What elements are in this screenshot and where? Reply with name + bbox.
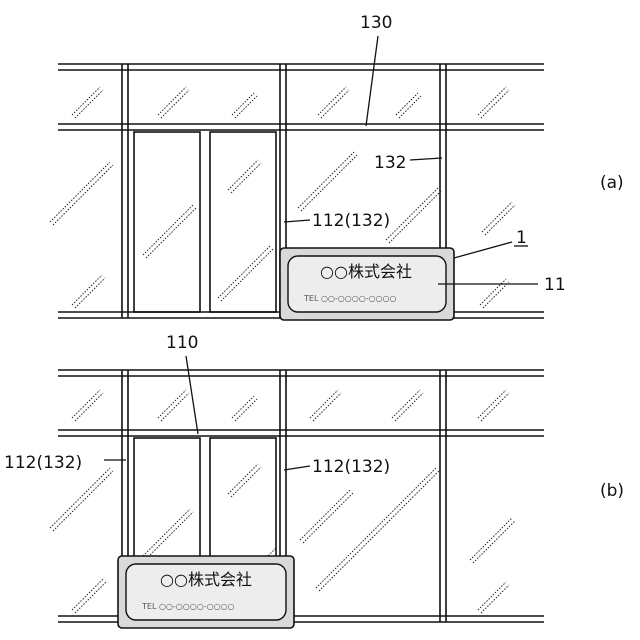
panel-a-doors	[134, 132, 276, 312]
panel-a-sign: ○○株式会社 TEL ○○-○○○○-○○○○	[280, 248, 454, 320]
panel-b-doors	[134, 438, 276, 562]
panel-a-label: (a)	[600, 173, 624, 193]
callout-132: 132	[374, 153, 406, 173]
panel-b: ○○株式会社 TEL ○○-○○○○-○○○○ 110 112(132) 112…	[4, 333, 624, 628]
panel-a-sign-tel: TEL ○○-○○○○-○○○○	[303, 294, 397, 303]
panel-b-sign-tel: TEL ○○-○○○○-○○○○	[141, 602, 235, 611]
panel-b-leaders	[104, 356, 310, 470]
callout-1: 1	[516, 228, 527, 248]
panel-a: ○○株式会社 TEL ○○-○○○○-○○○○ 130 132 112(132)…	[50, 13, 624, 320]
panel-a-leaders	[284, 36, 538, 284]
callout-112-b-right: 112(132)	[312, 457, 390, 477]
panel-b-sign-company: ○○株式会社	[160, 570, 252, 589]
panel-b-sign: ○○株式会社 TEL ○○-○○○○-○○○○	[118, 556, 294, 628]
callout-112-b-left: 112(132)	[4, 453, 82, 473]
panel-b-label: (b)	[600, 481, 624, 501]
callout-11: 11	[544, 275, 566, 295]
callout-112-a: 112(132)	[312, 211, 390, 231]
callout-130: 130	[360, 13, 392, 33]
panel-a-sign-company: ○○株式会社	[320, 262, 412, 281]
callout-110: 110	[166, 333, 198, 353]
